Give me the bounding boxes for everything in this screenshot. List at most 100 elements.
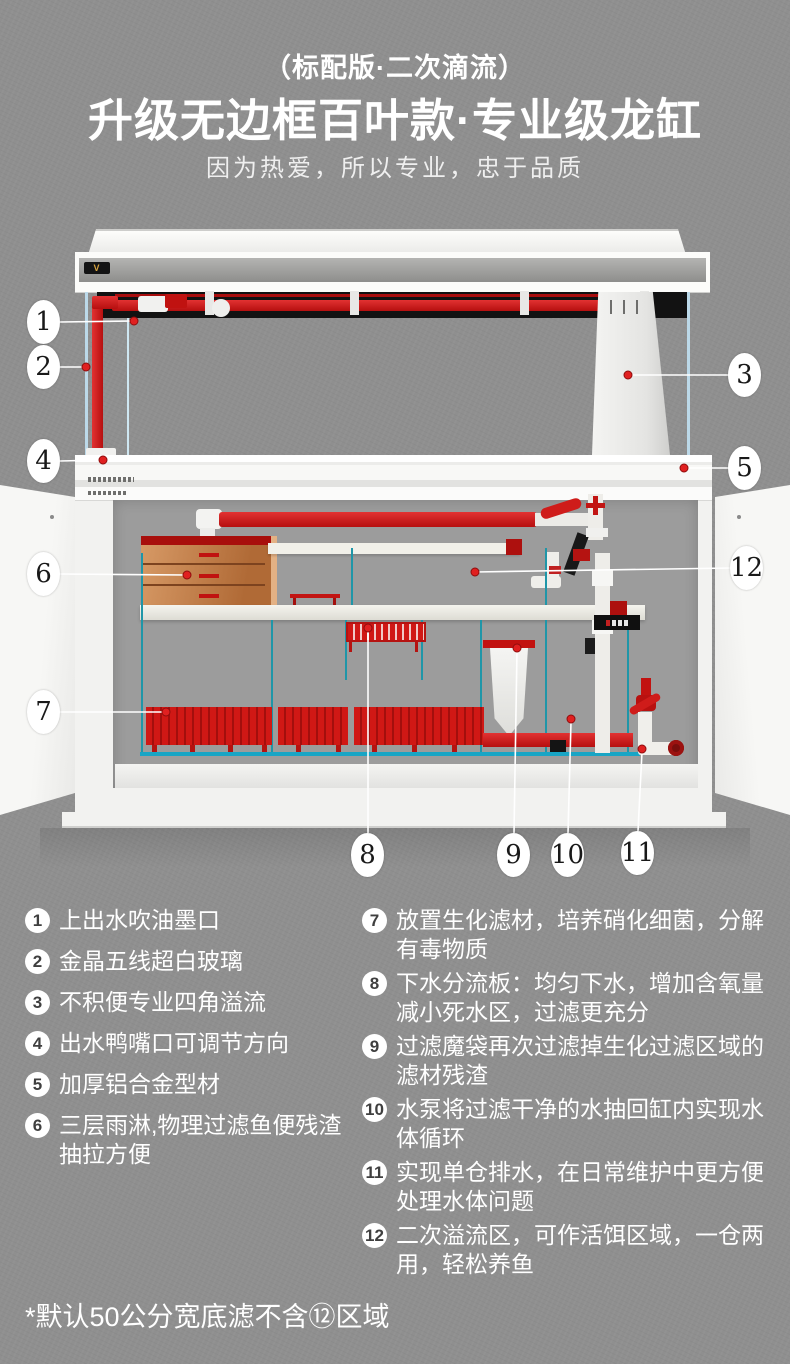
legend-item-7: 7 放置生化滤材，培养硝化细菌，分解有毒物质 — [362, 906, 767, 964]
grid-foot — [228, 745, 233, 755]
cabinet-base-sill — [62, 812, 726, 828]
glass-divider — [345, 620, 347, 680]
mid-shelf-beam — [140, 605, 645, 620]
legend-num-9: 9 — [362, 1034, 387, 1059]
legend-num-6: 6 — [25, 1113, 50, 1138]
sump-floor-sill — [115, 764, 698, 788]
drawer-lid-red — [141, 536, 271, 545]
legend-num-7: 7 — [362, 908, 387, 933]
page-title: 升级无边框百叶款·专业级龙缸 — [88, 95, 702, 146]
badge-glyph — [606, 619, 610, 626]
pipe-union — [592, 570, 613, 586]
legend-text-6: 三层雨淋,物理过滤鱼便残渣抽拉方便 — [59, 1112, 342, 1167]
grid-foot — [336, 745, 341, 755]
legend-item-10: 10 水泵将过滤干净的水抽回缸内实现水体循环 — [362, 1095, 767, 1153]
tagline: （标配版·二次滴流） — [264, 53, 526, 83]
grid-foot — [452, 745, 457, 755]
callout-8-num: 8 — [359, 840, 376, 870]
tank-bottom-frame — [75, 455, 712, 487]
callout-12-num: 12 — [729, 553, 764, 583]
legend-text-4: 出水鸭嘴口可调节方向 — [59, 1030, 289, 1056]
legend-num-4: 4 — [25, 1031, 50, 1056]
page-subtitle: 因为热爱，所以专业，忠于品质 — [206, 155, 584, 182]
legend-text-9: 过滤魔袋再次过滤掉生化过滤区域的滤材残渣 — [396, 1033, 764, 1088]
callout-10-num: 10 — [550, 840, 585, 870]
flow-distribution-plate — [346, 622, 426, 642]
legend-num-10: 10 — [362, 1097, 387, 1122]
legend-column-left: 1 上出水吹油墨口 2 金晶五线超白玻璃 3 不积便专业四角溢流 4 出水鸭嘴口… — [25, 906, 355, 1181]
drawer-handle — [199, 553, 219, 557]
callout-12: 12 — [730, 546, 763, 590]
glass-edge-left-inner — [127, 318, 129, 455]
red-stool-top — [290, 594, 340, 598]
legend-num-3: 3 — [25, 990, 50, 1015]
bio-grid-plate — [146, 707, 272, 745]
legend-item-4: 4 出水鸭嘴口可调节方向 — [25, 1029, 355, 1058]
callout-7: 7 — [27, 690, 60, 734]
legend-num-2: 2 — [25, 949, 50, 974]
callout-10: 10 — [551, 833, 584, 877]
sump-main-red-pipe — [219, 512, 537, 527]
frame-brand-microtext — [88, 477, 134, 482]
glass-divider-upper — [545, 548, 547, 605]
pipe-flange — [586, 528, 608, 537]
bio-grid-plate — [354, 707, 484, 745]
badge-glyph — [618, 619, 622, 626]
drain-end-cap — [668, 740, 684, 756]
pipe-clip — [350, 291, 359, 315]
overflow-slot — [610, 300, 612, 314]
callout-4: 4 — [27, 439, 60, 483]
callout-5-num: 5 — [736, 453, 753, 483]
drain-elbow-v — [638, 712, 652, 748]
callout-1-num: 1 — [35, 307, 52, 337]
overflow-slot — [636, 300, 638, 314]
drain-cup-black — [550, 740, 566, 755]
lamp-hood: V — [75, 252, 710, 293]
callout-2-num: 2 — [35, 352, 52, 382]
callout-9: 9 — [497, 833, 530, 877]
callout-6: 6 — [27, 552, 60, 596]
lamp-brand-text: V — [93, 263, 101, 273]
legend-item-5: 5 加厚铝合金型材 — [25, 1070, 355, 1099]
drawer-separator — [141, 563, 265, 565]
callout-2: 2 — [27, 345, 60, 389]
legend-num-12: 12 — [362, 1223, 387, 1248]
secondary-overflow-tap — [549, 566, 561, 574]
overflow-slot — [623, 300, 625, 314]
legend-text-12: 二次溢流区，可作活饵区域，一仓两用，轻松养鱼 — [396, 1222, 764, 1277]
door-screw — [737, 515, 741, 519]
red-stool-leg — [333, 598, 336, 606]
shelf-corner-cube — [610, 601, 627, 618]
plate-leg — [349, 640, 352, 652]
bio-grid-plate — [278, 707, 348, 745]
legend-num-11: 11 — [362, 1160, 387, 1185]
drain-red-pipe — [641, 678, 651, 700]
cabinet-door-right — [715, 485, 790, 815]
legend-item-12: 12 二次溢流区，可作活饵区域，一仓两用，轻松养鱼 — [362, 1221, 767, 1279]
glass-divider-upper — [351, 548, 353, 605]
legend-num-8: 8 — [362, 971, 387, 996]
grid-foot — [296, 745, 301, 755]
grid-foot — [152, 745, 157, 755]
callout-7-num: 7 — [35, 697, 52, 727]
drawer-separator — [141, 584, 265, 586]
callout-8: 8 — [351, 833, 384, 877]
black-tap-handle — [585, 638, 595, 654]
callout-11: 11 — [621, 831, 654, 875]
callout-6-num: 6 — [35, 559, 52, 589]
sump-base-line — [140, 752, 640, 756]
lamp-hood-face — [79, 258, 706, 282]
oil-skimmer-red-elbow — [165, 294, 187, 308]
legend-text-1: 上出水吹油墨口 — [59, 907, 220, 933]
legend-item-1: 1 上出水吹油墨口 — [25, 906, 355, 935]
callout-11-num: 11 — [620, 838, 655, 868]
grid-foot — [372, 745, 377, 755]
legend-item-9: 9 过滤魔袋再次过滤掉生化过滤区域的滤材残渣 — [362, 1032, 767, 1090]
callout-4-num: 4 — [35, 446, 52, 476]
plate-leg — [415, 640, 418, 652]
lamp-lid — [88, 229, 686, 255]
grid-foot — [190, 745, 195, 755]
cabinet-brand-microtext — [88, 491, 128, 495]
callout-3: 3 — [728, 353, 761, 397]
